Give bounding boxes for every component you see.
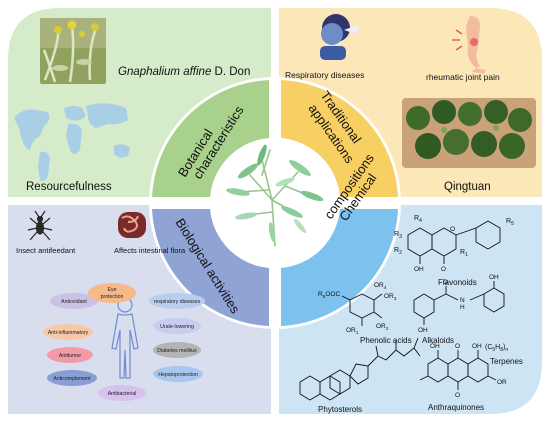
alk-o: O xyxy=(443,279,448,286)
alkaloid-structure xyxy=(413,281,505,325)
arc-biological xyxy=(152,209,269,326)
anthraquinones-label: Anthraquinones xyxy=(428,403,484,412)
arc-traditional xyxy=(281,80,398,197)
alk-n: N xyxy=(460,297,465,304)
qingtuan-photo xyxy=(402,98,536,168)
plant-photo xyxy=(40,18,106,84)
svg-text:Hepatoprotection: Hepatoprotection xyxy=(158,372,198,378)
insect-label: Insect antifeedant xyxy=(16,246,76,255)
aq-or: OR xyxy=(497,379,507,386)
terpenes-label: Terpenes xyxy=(490,357,523,366)
pill-diabetes: Diabetes mellitus xyxy=(153,342,201,358)
svg-text:Anti-inflammatory: Anti-inflammatory xyxy=(48,330,89,336)
aq-oh-left: OH xyxy=(430,343,440,350)
terpene-formula: (C5H8)n xyxy=(485,344,508,353)
alk-oh-top: OH xyxy=(489,274,499,281)
svg-text:Diabetes mellitus: Diabetes mellitus xyxy=(157,348,197,354)
rheumatic-label: rheumatic joint pain xyxy=(426,72,500,82)
svg-text:respiratory diseases: respiratory diseases xyxy=(154,299,201,305)
flav-o: O xyxy=(441,266,446,273)
intestine-icon xyxy=(118,212,146,238)
respiratory-person-icon xyxy=(320,14,360,60)
pill-eye-protection: Eye protection xyxy=(88,283,136,303)
flav-r4: R4 xyxy=(414,215,422,224)
pill-urate-lowering: Urate-lowering xyxy=(153,318,201,334)
joint-pain-icon xyxy=(452,16,486,74)
resourcefulness-label: Resourcefulness xyxy=(26,181,112,193)
world-map-icon xyxy=(14,103,130,182)
arc-chemical xyxy=(281,209,398,326)
flavonoids-label: Flavonoids xyxy=(438,278,477,287)
phenolic-ester: R5OOC xyxy=(318,291,340,300)
flav-r3: R3 xyxy=(394,231,402,240)
svg-text:Antibacterial: Antibacterial xyxy=(108,391,137,397)
phytosterols-label: Phytosterols xyxy=(318,405,362,414)
pill-antioxidant: Antioxidant xyxy=(50,293,98,309)
svg-text:Antioxidant: Antioxidant xyxy=(61,299,87,305)
insect-icon xyxy=(27,210,53,241)
phenolic-or1: OR1 xyxy=(346,327,359,336)
svg-text:Anticomplement: Anticomplement xyxy=(53,376,91,382)
flav-r1: R1 xyxy=(460,249,468,258)
svg-text:Antitumor: Antitumor xyxy=(59,353,81,359)
phytosterol-structure xyxy=(299,337,421,401)
aq-o-top: O xyxy=(455,343,460,350)
arc-botanical xyxy=(152,80,269,197)
pill-antitumor: Antitumor xyxy=(47,347,93,363)
pill-hepatoprotection: Hepatoprotection xyxy=(153,366,203,382)
svg-text:Eye: Eye xyxy=(108,287,117,293)
phenolic-acids-label: Phenolic acids xyxy=(360,336,412,345)
flav-r5: R5 xyxy=(506,218,514,227)
alk-h: H xyxy=(460,304,465,311)
pill-antibacterial: Antibacterial xyxy=(98,385,146,401)
phenolic-or3: OR3 xyxy=(384,293,397,302)
activity-pills: Antioxidant Eye protection respiratory d… xyxy=(43,283,205,401)
plant-illustration xyxy=(226,144,324,247)
species-name: Gnaphalium affine D. Don xyxy=(118,66,250,78)
pill-anti-inflammatory: Anti-inflammatory xyxy=(43,324,93,340)
respiratory-label: Respiratory diseases xyxy=(285,70,364,80)
flav-oh: OH xyxy=(414,266,424,273)
anthraquinone-structure xyxy=(419,350,497,390)
svg-text:Urate-lowering: Urate-lowering xyxy=(160,324,194,330)
qingtuan-label: Qingtuan xyxy=(444,181,491,193)
alk-oh-bottom: OH xyxy=(418,327,428,334)
pill-respiratory: respiratory diseases xyxy=(149,293,205,309)
phenolic-or2: OR2 xyxy=(376,323,389,332)
pill-anticomplement: Anticomplement xyxy=(47,370,97,386)
aq-o-bottom: O xyxy=(455,392,460,399)
alkaloids-label: Alkaloids xyxy=(422,336,454,345)
phenolic-or4: OR4 xyxy=(374,282,387,291)
flav-o-ring: O xyxy=(450,226,455,233)
intestinal-label: Affects intestinal flora xyxy=(114,246,186,255)
aq-oh-right: OH xyxy=(472,343,482,350)
phenolic-structure xyxy=(341,293,383,326)
svg-text:protection: protection xyxy=(101,294,124,300)
flav-r2: R2 xyxy=(394,247,402,256)
flavonoid-structure xyxy=(407,220,501,264)
